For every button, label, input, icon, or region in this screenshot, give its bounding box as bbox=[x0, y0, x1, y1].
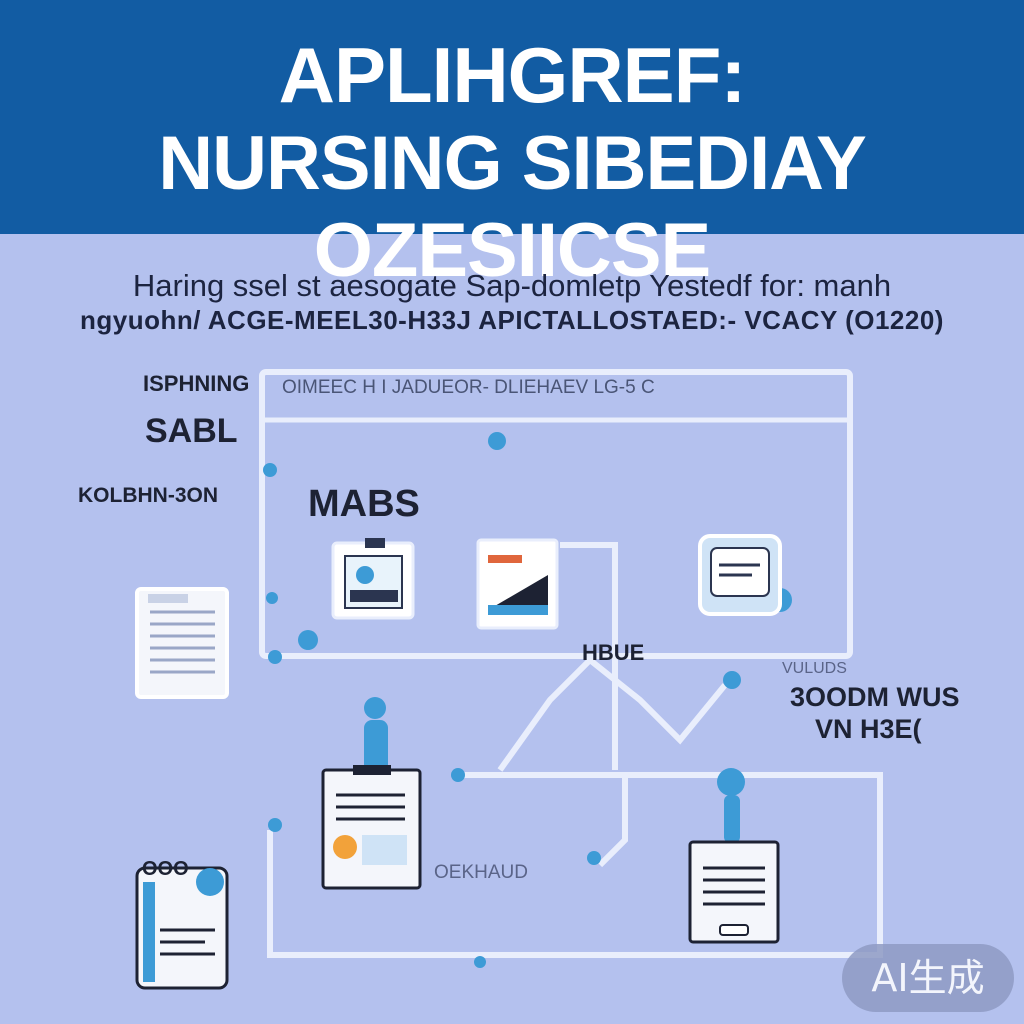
label-right-line2: VN H3E( bbox=[815, 714, 922, 744]
label-bottom-mid: OEKHAUD bbox=[434, 862, 528, 883]
subtitle-line2: ngyuohn/ ACGE-MEEL30-H33J APICTALLOSTAED… bbox=[80, 305, 944, 335]
label-hub: HBUE bbox=[582, 640, 645, 665]
card-icon bbox=[698, 534, 782, 616]
pin-icon bbox=[717, 768, 745, 843]
subtitle-line1: Haring ssel st aesogate Sap-domletp Yest… bbox=[132, 268, 892, 303]
ai-generated-badge-text: AI生成 bbox=[871, 956, 985, 1000]
ai-generated-badge: AI生成 bbox=[842, 944, 1014, 1012]
window-toolbar-text: OIMEEC H I JADUEOR- DLIEHAEV LG-5 C bbox=[282, 377, 655, 398]
header-banner: APLIHGREF: NURSING SIBEDIAY OZESIICSE bbox=[0, 0, 1024, 293]
label-left-mid: KOLBHN-3ON bbox=[78, 484, 218, 507]
document-icon bbox=[135, 587, 229, 699]
label-right-small: VULUDS bbox=[782, 660, 847, 677]
window-frame bbox=[259, 369, 853, 659]
connector-dots bbox=[263, 432, 792, 968]
label-bottom-left: OOO bbox=[142, 858, 189, 880]
clipboard-icon-bottom bbox=[321, 765, 422, 890]
chart-icon bbox=[476, 538, 559, 630]
page-title-line2: NURSING SIBEDIAY OZESIICSE bbox=[158, 121, 867, 293]
tablet-icon bbox=[135, 866, 229, 990]
label-top-left: ISPHNING bbox=[143, 371, 250, 396]
label-center-box: MABS bbox=[308, 483, 420, 525]
person-icon bbox=[364, 697, 388, 772]
label-left-bold: SABL bbox=[145, 412, 238, 450]
document-icon-right bbox=[688, 840, 780, 944]
page-title-line1: APLIHGREF: bbox=[278, 31, 747, 119]
label-right-line1: 3OODM WUS bbox=[790, 682, 960, 712]
clipboard-icon bbox=[331, 538, 415, 620]
